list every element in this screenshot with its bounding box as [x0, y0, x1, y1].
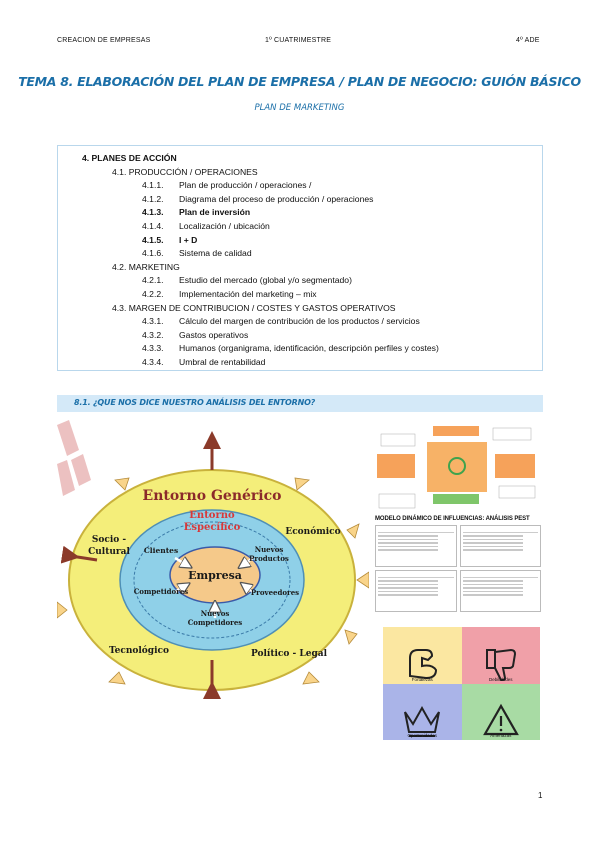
toc-item: 4.2.2.Implementación del marketing – mix [142, 288, 317, 299]
label-economico: Económico [285, 526, 340, 537]
swot-weaknesses: Debilidades [461, 627, 540, 684]
toc-item: 4.3.3.Humanos (organigrama, identificaci… [142, 343, 439, 354]
environment-flow-thumbnail [375, 424, 541, 512]
toc-item: 4.2.1.Estudio del mercado (global y/o se… [142, 275, 352, 286]
toc-section: 4.2. MARKETING [112, 261, 180, 272]
logo-watermark [57, 420, 91, 496]
edge-triangles [57, 477, 369, 685]
toc-item: 4.3.4.Umbral de rentabilidad [142, 356, 266, 367]
swot-grid: Fortalezas Debilidades Oportunidades Ame… [383, 627, 540, 740]
pest-box [375, 525, 457, 567]
toc-item: 4.1.6.Sistema de calidad [142, 248, 252, 259]
toc-item: 4.1.3.Plan de inversión [142, 207, 251, 218]
header-center: 1º CUATRIMESTRE [265, 37, 332, 44]
label-socio-cultural: Socio - [92, 535, 127, 545]
toc-item: 4.1.5.I + D [142, 234, 198, 245]
header-left: CREACION DE EMPRESAS [57, 37, 151, 44]
swot-opportunities: Oportunidades [383, 683, 462, 740]
label-tecnologico: Tecnológico [109, 645, 169, 656]
label-nuevos-competidores: Nuevos [201, 609, 230, 618]
toc-item: 4.1.1.Plan de producción / operaciones / [142, 180, 312, 191]
swot-threats: Amenazas [461, 683, 540, 740]
thumbs-down-icon [485, 648, 516, 681]
toc-section: 4.3. MARGEN DE CONTRIBUCION / COSTES Y G… [112, 302, 396, 313]
environment-diagram: Entorno Genérico Entorno Específico Empr… [57, 420, 369, 699]
svg-text:Productos: Productos [249, 554, 289, 563]
label-politico-legal: Político - Legal [251, 648, 328, 659]
toc-section: 4.1. PRODUCCIÓN / OPERACIONES [112, 166, 258, 177]
flexed-arm-icon [409, 648, 438, 679]
label-nuevos-productos: Nuevos [255, 545, 284, 554]
svg-text:Específico: Específico [184, 522, 241, 533]
pest-box [459, 525, 541, 567]
toc-item: 4.1.4.Localización / ubicación [142, 220, 270, 231]
svg-text:Competidores: Competidores [188, 618, 243, 627]
page-number: 1 [538, 791, 543, 800]
label-empresa: Empresa [188, 569, 242, 582]
svg-text:Cultural: Cultural [88, 547, 130, 557]
document-title: TEMA 8. ELABORACIÓN DEL PLAN DE EMPRESA … [18, 74, 581, 89]
document-subtitle: PLAN DE MARKETING [254, 103, 345, 113]
label-clientes: Clientes [144, 546, 178, 555]
label-proveedores: Proveedores [251, 588, 299, 597]
pest-title: MODELO DINÁMICO DE INFLUENCIAS: ANÁLISIS… [375, 516, 530, 522]
toc-heading: 4. PLANES DE ACCIÓN [82, 153, 177, 163]
specific-ring-dash [133, 521, 291, 639]
pest-box [375, 570, 457, 612]
label-generic: Entorno Genérico [143, 488, 282, 504]
toc-item: 4.3.2.Gastos operativos [142, 329, 249, 340]
label-competidores: Competidores [134, 587, 189, 596]
arrow-left [60, 545, 98, 564]
table-of-contents: 4. PLANES DE ACCIÓN 4.1. PRODUCCIÓN / OP… [57, 145, 543, 371]
toc-item: 4.1.2.Diagrama del proceso de producción… [142, 193, 374, 204]
section-heading: 8.1. ¿QUE NOS DICE NUESTRO ANÁLISIS DEL … [57, 395, 543, 412]
pest-box [459, 570, 541, 612]
warning-icon [482, 703, 519, 736]
label-specific: Entorno [189, 510, 235, 521]
crown-icon [404, 705, 441, 737]
pest-analysis-thumbnail: MODELO DINÁMICO DE INFLUENCIAS: ANÁLISIS… [375, 516, 541, 620]
swot-strengths: Fortalezas [383, 627, 462, 684]
header-right: 4º ADE [516, 37, 540, 44]
toc-item: 4.3.1.Cálculo del margen de contribución… [142, 316, 420, 327]
